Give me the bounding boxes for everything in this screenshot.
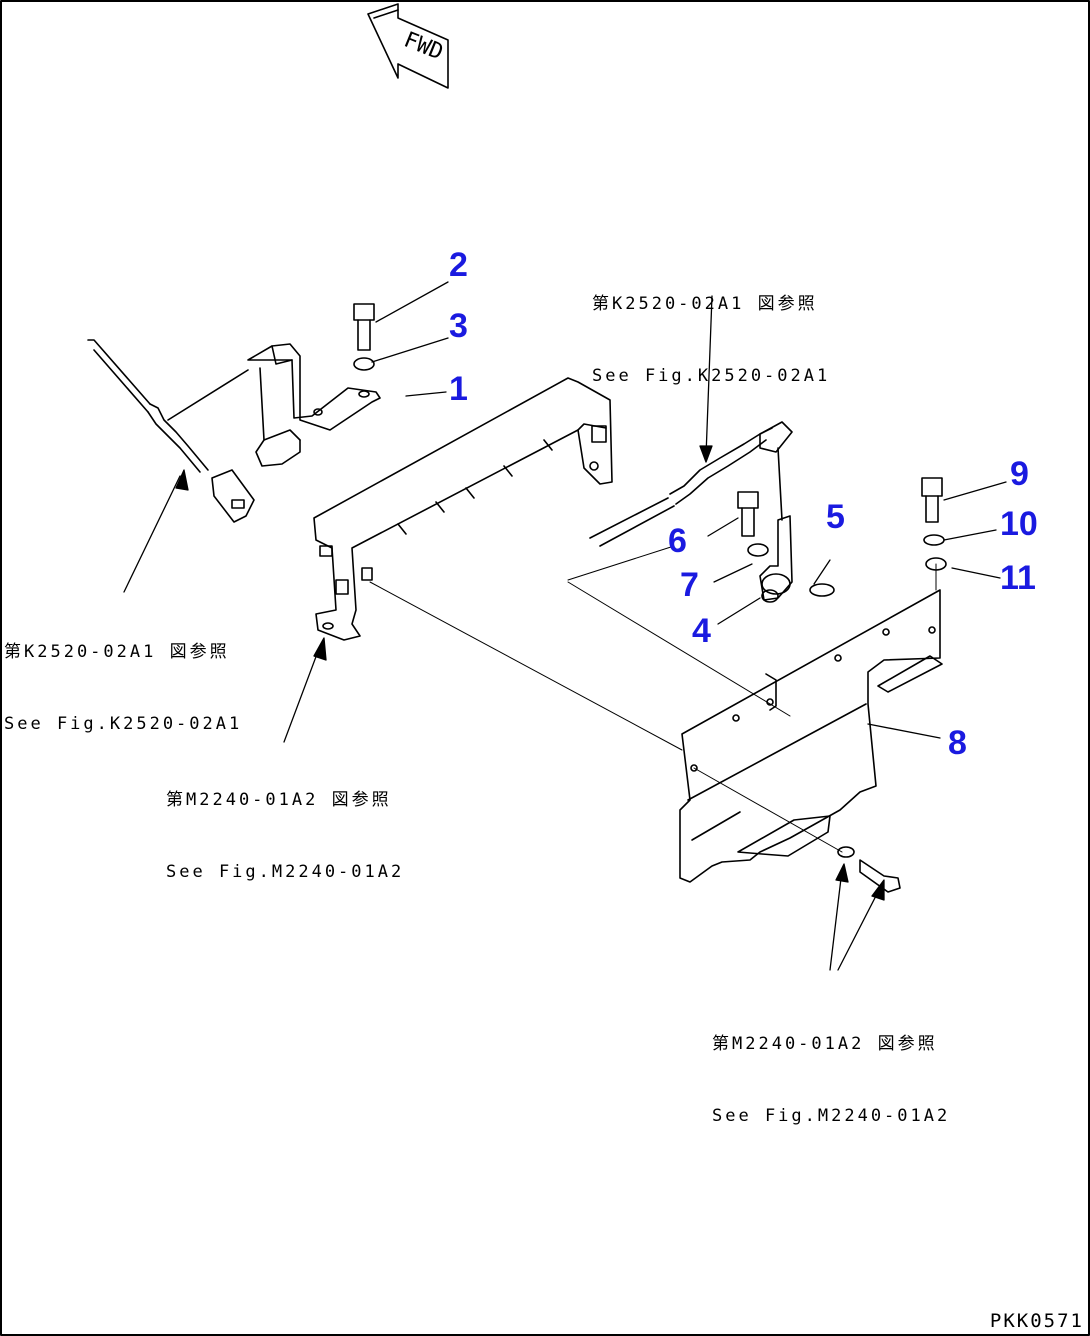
forward-arrow-icon (367, 3, 449, 89)
callout-10: 10 (1000, 505, 1038, 543)
reference-en: See Fig.K2520-02A1 (592, 366, 831, 386)
callout-4: 4 (692, 612, 711, 650)
callout-7: 7 (680, 566, 699, 604)
callout-2: 2 (449, 246, 468, 284)
reference-jp: 第M2240-01A2 図参照 (166, 790, 392, 810)
reference-en: See Fig.K2520-02A1 (4, 714, 243, 734)
knob-bolt (837, 846, 901, 893)
callout-6: 6 (668, 522, 687, 560)
main-bracket (313, 377, 613, 641)
reference-jp: 第K2520-02A1 図参照 (4, 642, 230, 662)
bolt-2 (353, 303, 375, 351)
right-control-cable (589, 421, 793, 547)
callout-3: 3 (449, 307, 468, 345)
callout-1: 1 (449, 370, 468, 408)
washer-3 (353, 357, 375, 371)
pedal-bracket (247, 343, 381, 467)
washer-10 (923, 534, 945, 546)
callout-9: 9 (1010, 455, 1029, 493)
reference-note-center: 第M2240-01A2 図参照 See Fig.M2240-01A2 (166, 740, 404, 932)
reference-en: See Fig.M2240-01A2 (166, 862, 405, 882)
cover-plate (679, 589, 943, 883)
washer-7 (747, 543, 769, 557)
callout-5: 5 (826, 498, 845, 536)
fwd-label: FWD (400, 27, 446, 65)
bolt-6 (737, 491, 759, 537)
lever-assembly (759, 515, 793, 603)
bolt-9 (921, 477, 943, 523)
callout-8: 8 (948, 724, 967, 762)
drawing-code: PKK0571 (989, 1310, 1084, 1332)
reference-note-top: 第K2520-02A1 図参照 See Fig.K2520-02A1 (592, 244, 830, 436)
plug-5 (809, 583, 835, 597)
left-control-cable (87, 339, 255, 523)
reference-en: See Fig.M2240-01A2 (712, 1106, 951, 1126)
reference-note-left: 第K2520-02A1 図参照 See Fig.K2520-02A1 (4, 592, 242, 784)
reference-jp: 第K2520-02A1 図参照 (592, 294, 818, 314)
callout-11: 11 (1000, 559, 1036, 597)
reference-jp: 第M2240-01A2 図参照 (712, 1034, 938, 1054)
leader-lines (123, 281, 1007, 971)
reference-note-bottom: 第M2240-01A2 図参照 See Fig.M2240-01A2 (712, 984, 950, 1176)
